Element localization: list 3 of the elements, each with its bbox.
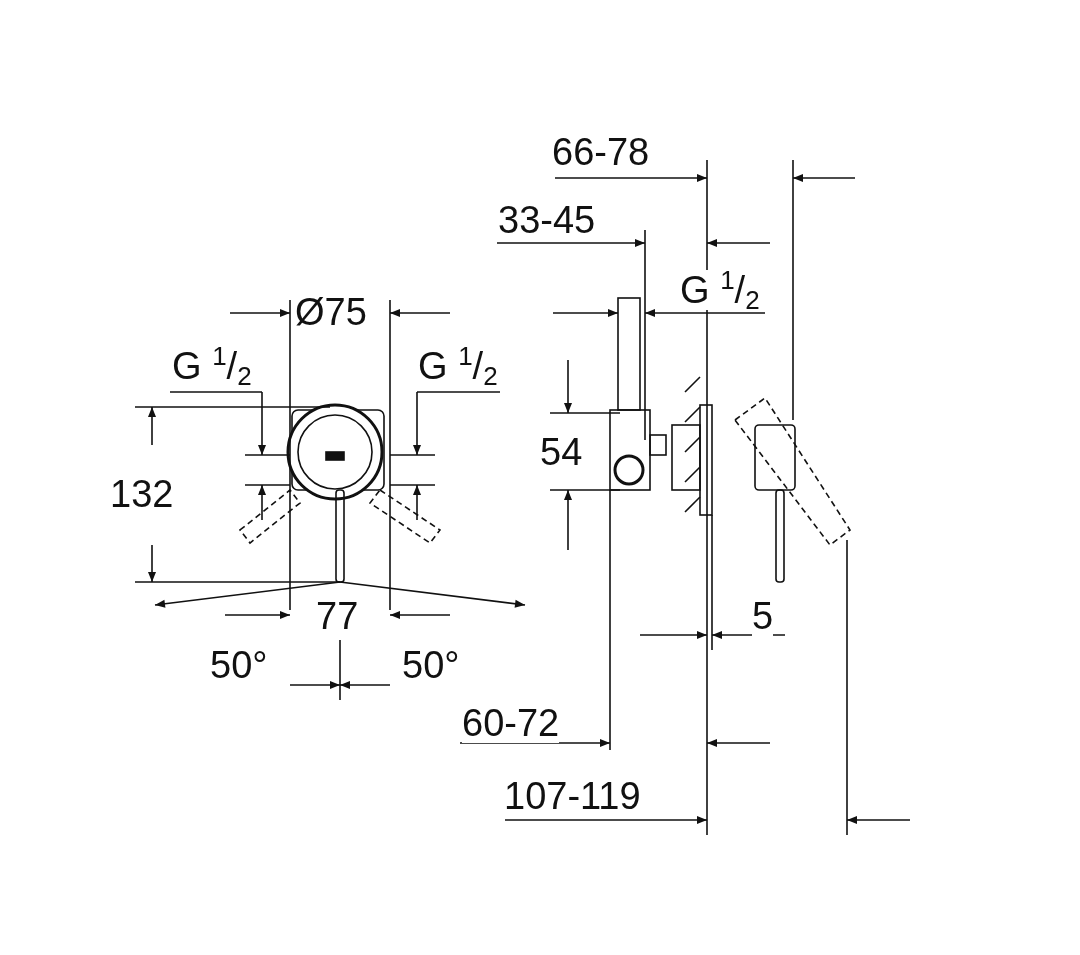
thread-label: G $^{1}$/$_{2}$	[172, 346, 252, 386]
thread-label: G $^{1}$/$_{2}$	[418, 346, 498, 386]
thread-label: G $^{1}$/$_{2}$	[680, 270, 760, 310]
